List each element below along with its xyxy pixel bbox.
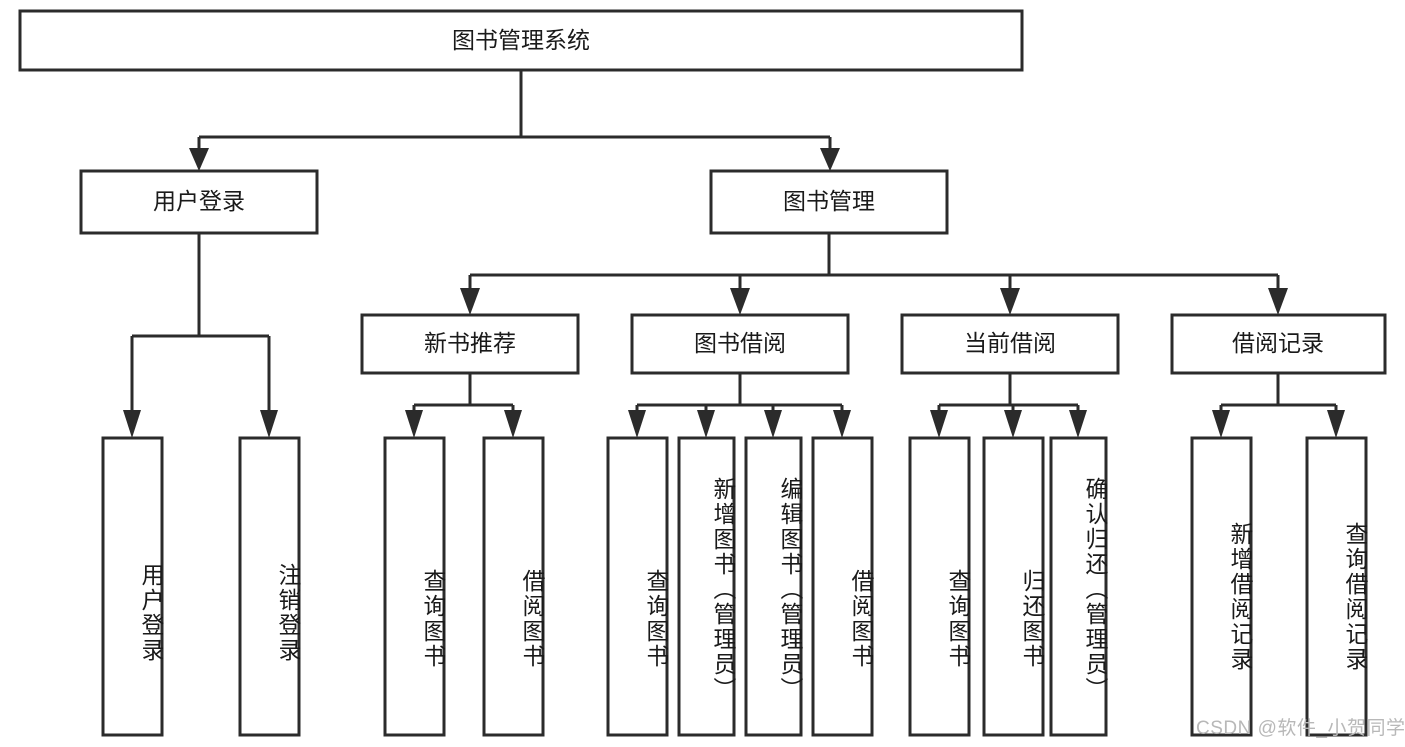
arrow-head-leaf-edit-book [764,410,782,438]
arrow-head-leaf-query-book-2 [628,410,646,438]
arrow-head-leaf-confirm-return [1069,410,1087,438]
node-new-book-recommend[interactable]: 新书推荐 [360,313,580,375]
node-current-borrow-box[interactable] [900,313,1120,375]
node-user-login[interactable]: 用户登录 [79,169,319,235]
node-leaf-user-login-box[interactable] [101,436,164,737]
connector-book-borrow-to-leaves [628,373,851,438]
node-borrow-record[interactable]: 借阅记录 [1170,313,1387,375]
node-leaf-return-book-box[interactable] [982,436,1045,737]
connector-root-to-level2 [189,70,840,171]
node-current-borrow-label: 当前借阅 [964,330,1056,356]
connector-book-manage-to-level3 [460,233,1288,315]
arrow-head-leaf-borrow-book-2 [833,410,851,438]
arrow-head-leaf-user-login [123,410,141,438]
node-leaf-confirm-return-box[interactable] [1049,436,1108,737]
node-book-borrow[interactable]: 图书借阅 [630,313,850,375]
arrow-head-borrow-record [1268,288,1288,315]
arrow-head-leaf-add-book [697,410,715,438]
arrow-head-leaf-user-logout [260,410,278,438]
node-root[interactable]: 图书管理系统 [18,9,1024,72]
arrow-head-leaf-add-borrow-record [1212,410,1230,438]
node-borrow-record-label: 借阅记录 [1232,330,1324,356]
arrow-head-new-book-recommend [460,288,480,315]
node-leaf-borrow-book-1-box[interactable] [482,436,545,737]
arrow-head-user-login [189,148,209,171]
arrow-head-current-borrow [1000,288,1020,315]
node-book-borrow-box[interactable] [630,313,850,375]
node-leaf-query-book-1-box[interactable] [383,436,446,737]
node-leaf-edit-book-box[interactable] [744,436,803,737]
node-leaf-query-borrow-record-box[interactable] [1305,436,1368,737]
node-book-manage-label: 图书管理 [783,188,875,214]
node-leaf-add-book-box[interactable] [677,436,736,737]
node-user-login-label: 用户登录 [153,188,245,214]
arrow-head-leaf-query-book-1 [405,410,423,438]
node-leaf-borrow-book-2-box[interactable] [811,436,874,737]
connector-new-book-recommend-to-leaves [405,373,522,438]
node-book-manage[interactable]: 图书管理 [709,169,949,235]
node-leaf-add-borrow-record-box[interactable] [1190,436,1253,737]
arrow-head-leaf-borrow-book-1 [504,410,522,438]
node-root-box[interactable] [18,9,1024,72]
node-new-book-recommend-label: 新书推荐 [424,330,516,356]
node-leaf-query-book-2-box[interactable] [606,436,669,737]
connector-current-borrow-to-leaves [930,373,1087,438]
arrow-head-leaf-query-book-3 [930,410,948,438]
node-current-borrow[interactable]: 当前借阅 [900,313,1120,375]
connector-borrow-record-to-leaves [1212,373,1345,438]
node-leaf-query-book-3-box[interactable] [908,436,971,737]
arrow-head-book-borrow [730,288,750,315]
node-user-login-box[interactable] [79,169,319,235]
arrow-head-book-manage [820,148,840,171]
node-borrow-record-box[interactable] [1170,313,1387,375]
node-root-label: 图书管理系统 [452,27,590,53]
node-leaf-user-logout-box[interactable] [238,436,301,737]
node-book-borrow-label: 图书借阅 [694,330,786,356]
watermark-text: CSDN @软件_小贺同学 [1196,718,1405,739]
arrow-head-leaf-return-book [1004,410,1022,438]
arrow-head-leaf-query-borrow-record [1327,410,1345,438]
node-new-book-recommend-box[interactable] [360,313,580,375]
node-book-manage-box[interactable] [709,169,949,235]
connector-user-login-to-leaves [123,233,278,438]
